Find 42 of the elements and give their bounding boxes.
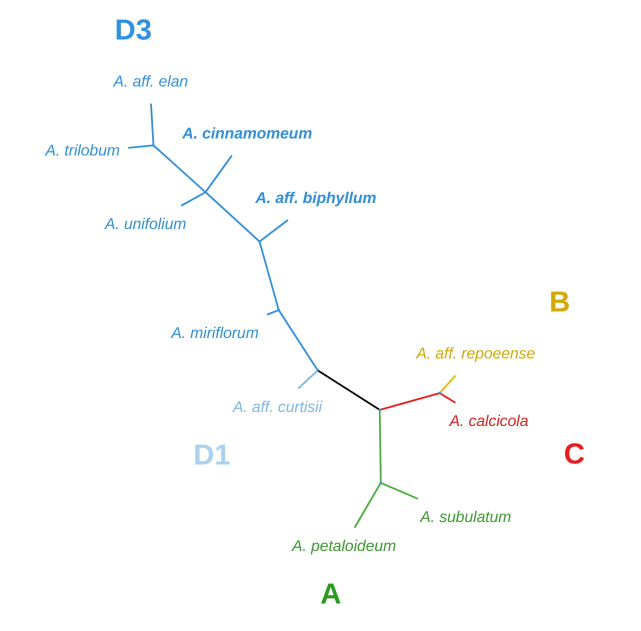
label: B (549, 286, 570, 319)
connector (440, 392, 456, 404)
node-text: A. miriflorum (171, 324, 259, 342)
node-text: A. subulatum (420, 508, 512, 526)
connector (381, 482, 418, 500)
label: D3 (114, 14, 152, 46)
connector (150, 104, 154, 144)
connector (354, 483, 382, 528)
node-point (277, 308, 280, 312)
node-text: A. trilobum (45, 142, 120, 160)
node-point (378, 408, 382, 412)
connector (318, 370, 380, 410)
node-point (379, 482, 382, 484)
connector (128, 144, 153, 149)
connector (180, 192, 206, 206)
node-text: A. petaloideum (292, 538, 396, 555)
label: C (564, 438, 585, 471)
label: D1 (193, 439, 230, 472)
node-text: A. calcicola (450, 412, 528, 430)
connector (278, 310, 318, 370)
node-text: A. unifolium (104, 216, 186, 233)
node-point (258, 240, 261, 243)
connector (380, 392, 440, 410)
node-text: A. cinnamomeum (182, 125, 312, 142)
connector (266, 310, 278, 316)
node-text: A. aff. repoeense (416, 345, 536, 362)
node-point (316, 369, 320, 372)
connector (258, 242, 280, 310)
connector (440, 375, 456, 393)
node-text: A. aff. elan (114, 73, 188, 90)
connector (154, 146, 206, 192)
label: A (320, 578, 342, 610)
connector (206, 192, 260, 242)
connector (205, 154, 233, 192)
node-point (204, 190, 207, 194)
node-text: A. aff. biphyllum (255, 190, 376, 207)
node-text: A. aff. curtisii (232, 398, 322, 416)
connector (378, 410, 382, 482)
connector (260, 219, 288, 242)
node-point (438, 392, 442, 394)
connector (298, 370, 318, 390)
node-point (152, 144, 155, 147)
